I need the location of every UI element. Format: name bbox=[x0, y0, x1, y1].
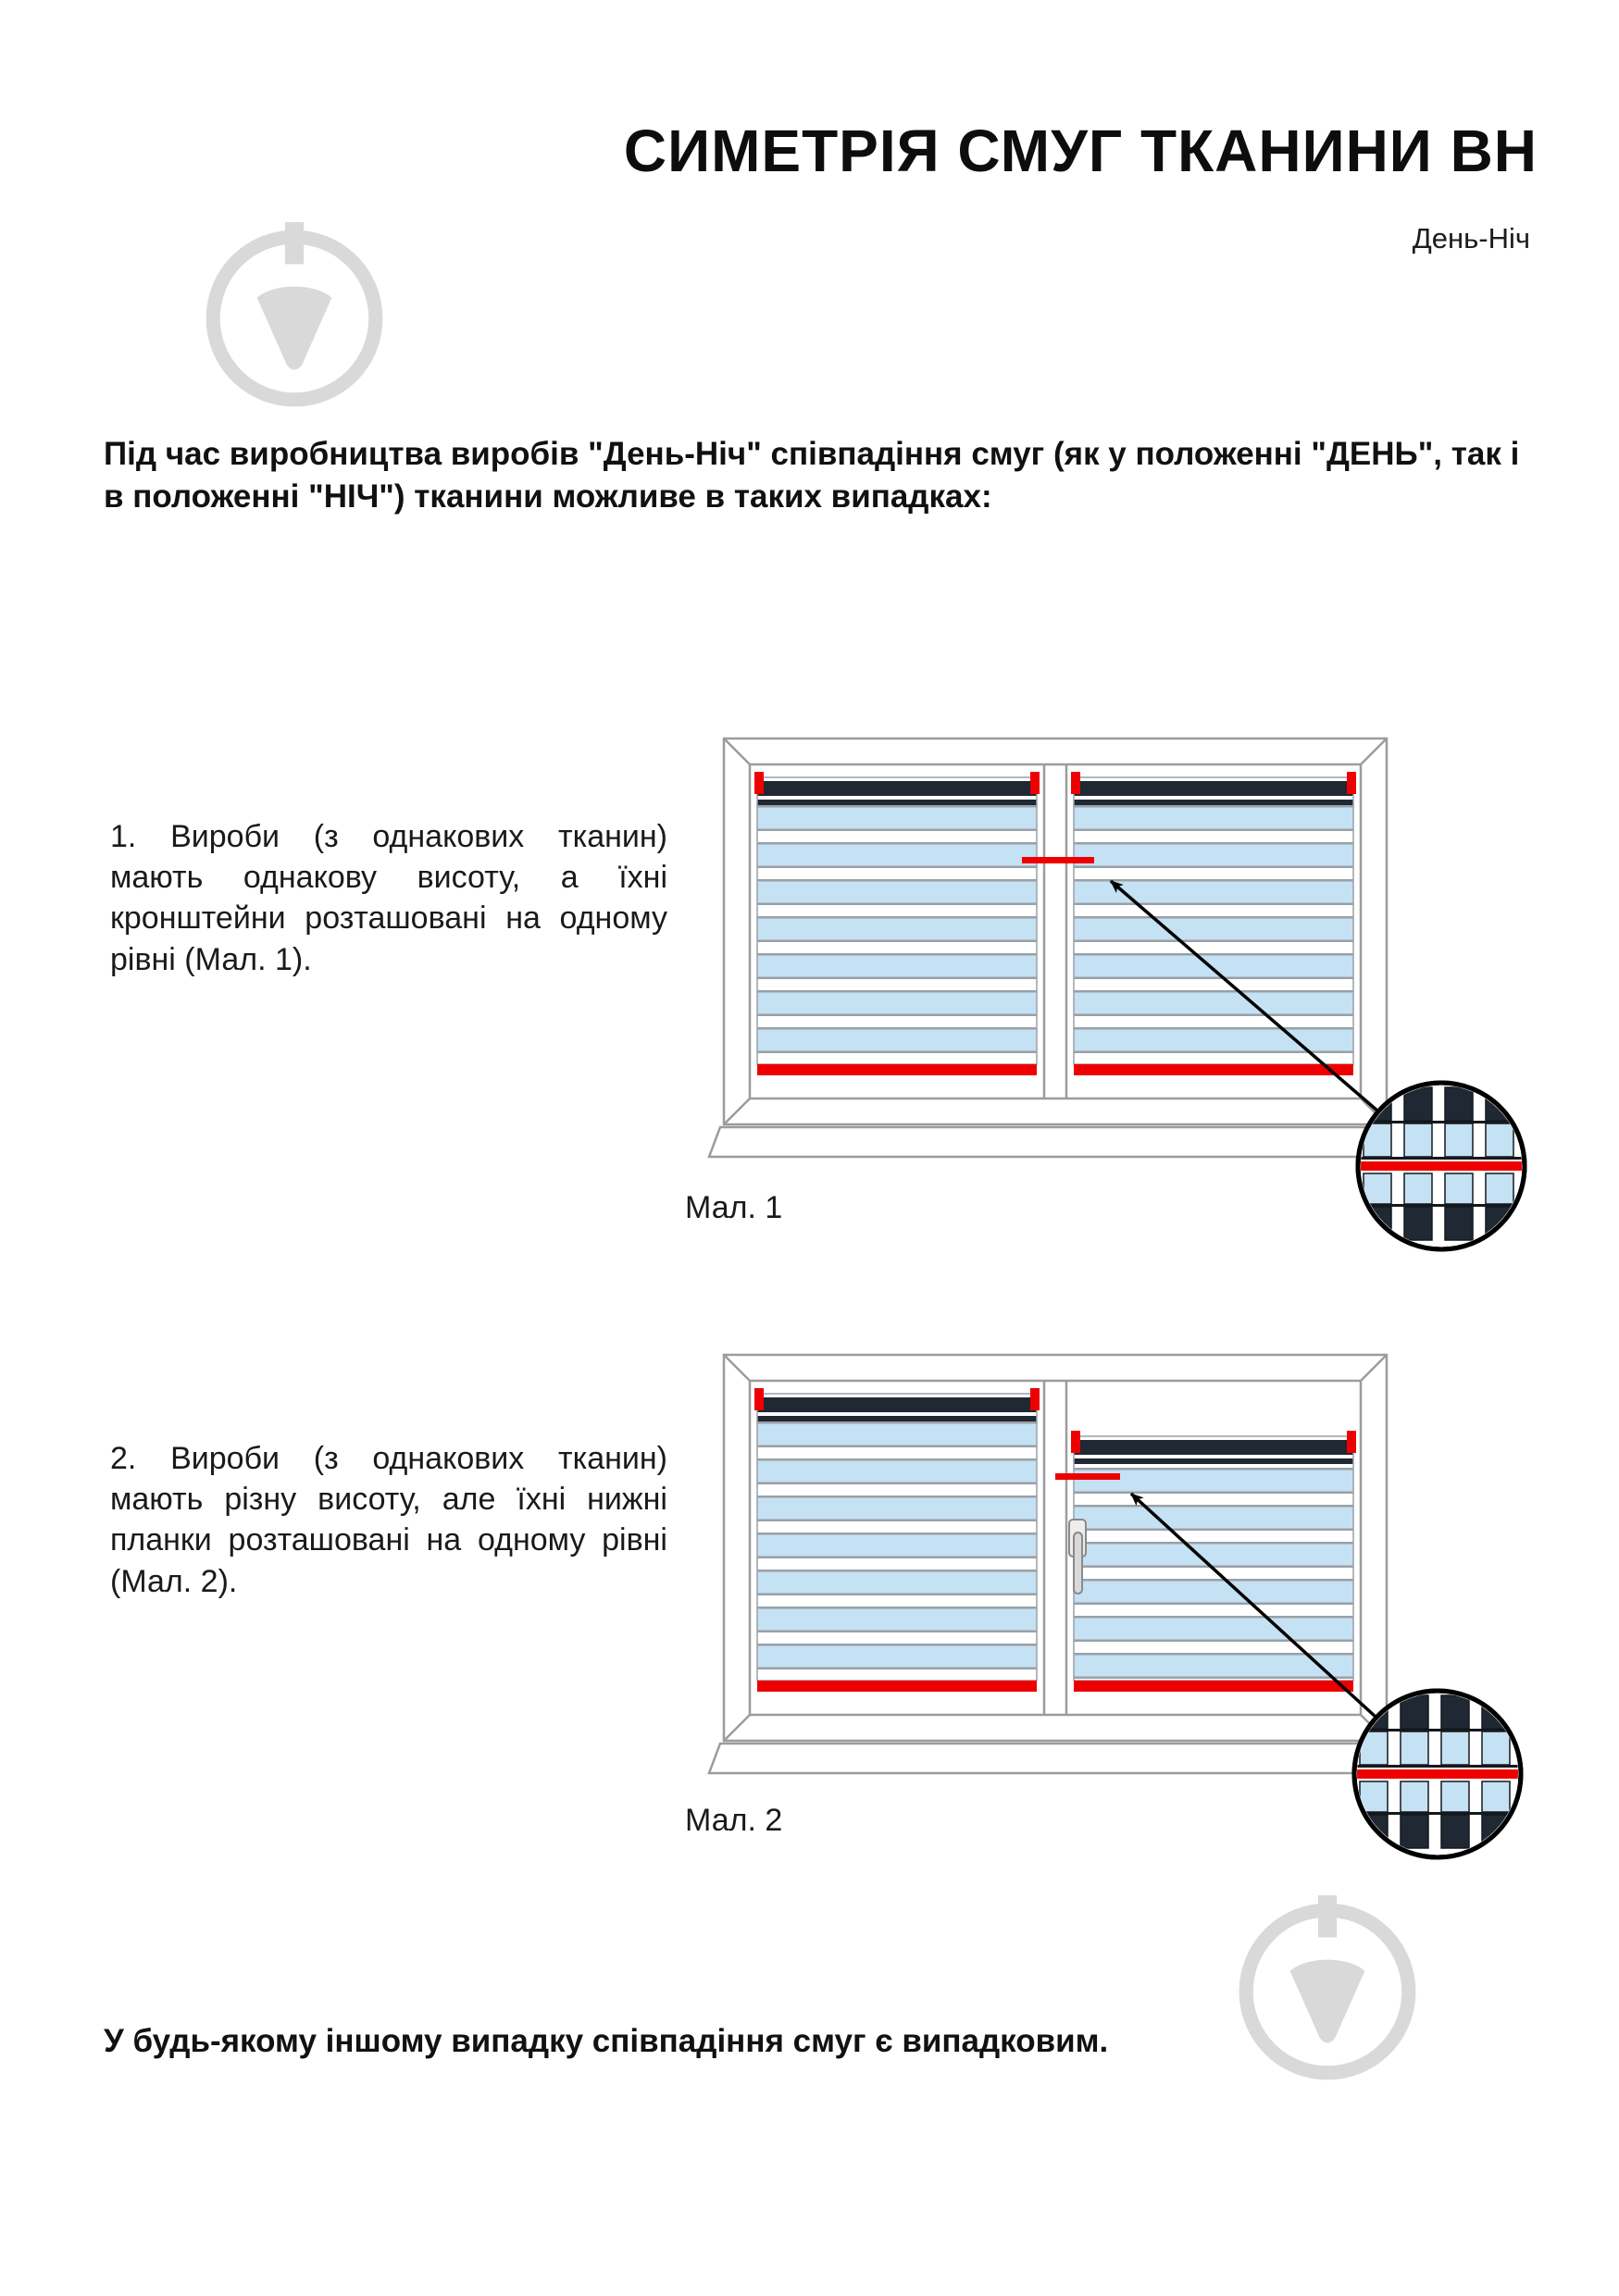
bracket bbox=[1347, 1431, 1356, 1453]
left-blind bbox=[754, 1388, 1040, 1692]
callout-arrow bbox=[1109, 879, 1380, 1113]
window-handle bbox=[1068, 1519, 1087, 1595]
right-blind bbox=[1071, 1431, 1356, 1692]
bracket bbox=[1071, 772, 1080, 794]
intro-paragraph: Під час виробництва виробів "День-Ніч" с… bbox=[104, 436, 1520, 515]
window-sill bbox=[707, 1125, 1412, 1159]
bracket bbox=[1071, 1431, 1080, 1453]
page-subtitle: День-Ніч bbox=[1412, 222, 1530, 254]
bracket bbox=[1030, 1388, 1040, 1410]
alignment-marker bbox=[1055, 1473, 1120, 1480]
bracket bbox=[1347, 772, 1356, 794]
watermark-logo-icon bbox=[205, 222, 383, 407]
footer-note: У будь-якому іншому випадку співпадіння … bbox=[104, 2023, 1109, 2059]
item-1-text: 1. Вироби (з однакових тканин) мають одн… bbox=[110, 819, 667, 977]
figure-1-illustration bbox=[707, 737, 1527, 1252]
watermark-logo-icon bbox=[1239, 1895, 1416, 2080]
watermark-logo bbox=[196, 220, 392, 416]
zoom-detail bbox=[1351, 1688, 1524, 1860]
alignment-marker bbox=[1022, 857, 1094, 863]
bracket bbox=[1030, 772, 1040, 794]
item-2-text: 2. Вироби (з однакових тканин) мають різ… bbox=[110, 1441, 667, 1599]
figure-1-caption: Мал. 1 bbox=[685, 1190, 783, 1225]
left-blind bbox=[754, 772, 1040, 1075]
right-blind bbox=[1071, 772, 1356, 1075]
callout-arrow bbox=[1129, 1492, 1378, 1719]
bracket bbox=[754, 1388, 764, 1410]
zoom-detail bbox=[1355, 1080, 1527, 1252]
window-sill bbox=[707, 1742, 1412, 1775]
figure-2-caption: Мал. 2 bbox=[685, 1803, 783, 1838]
bracket bbox=[754, 772, 764, 794]
watermark-logo bbox=[1229, 1893, 1426, 2090]
figure-2-illustration bbox=[707, 1353, 1524, 1860]
page-title: СИМЕТРІЯ СМУГ ТКАНИНИ ВН bbox=[623, 118, 1538, 184]
